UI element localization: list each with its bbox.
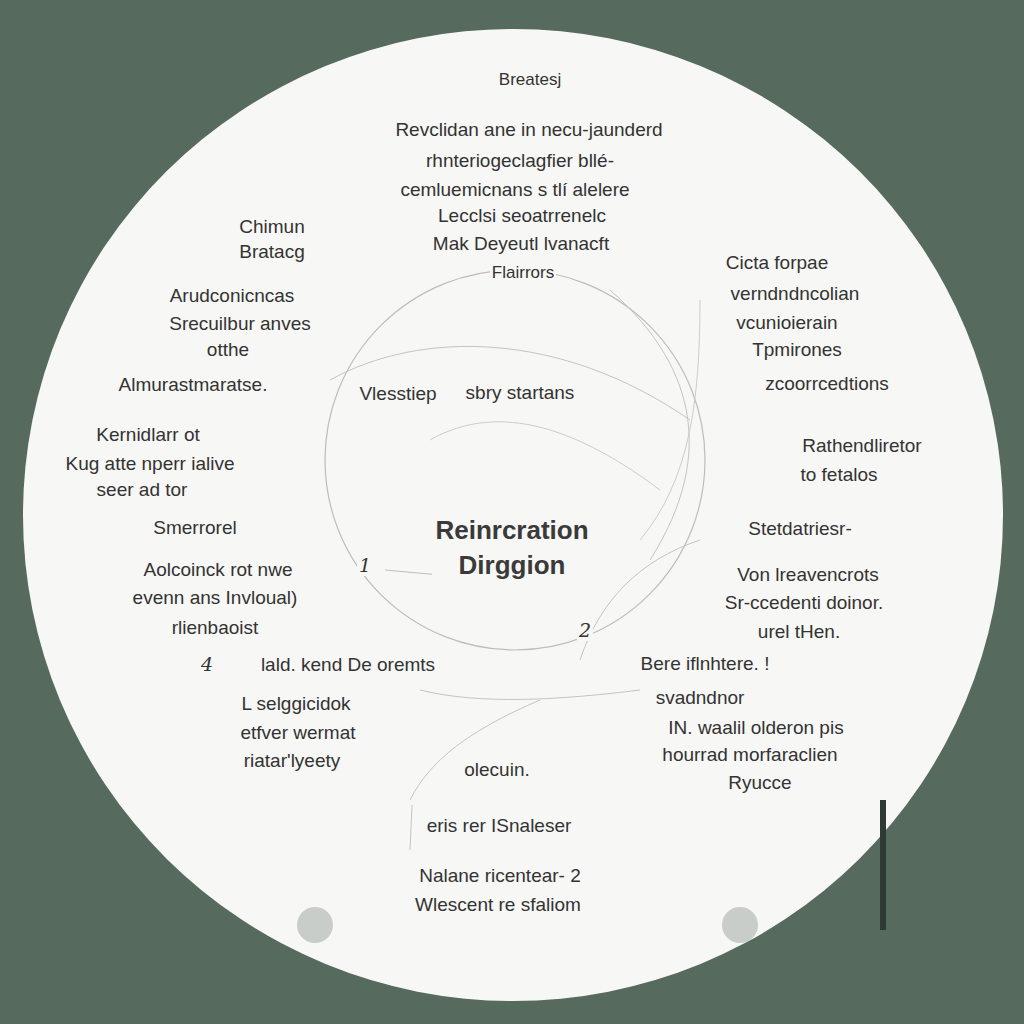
annotation-text: riatar'lyeety [242,750,343,773]
white-disc [23,29,1003,1001]
stain [722,907,758,943]
annotation-text: evenn ans Invloual) [131,587,300,610]
annotation-text: Kernidlarr ot [94,424,202,447]
leader-line [610,290,689,560]
annotation-text: vcunioierain [734,312,839,335]
annotation-text: urel tHen. [756,621,842,644]
annotation-text: IN. waalil olderon pis [666,717,845,740]
leader-line [410,805,412,850]
annotation-text: Arudconicncas [168,285,297,308]
annotation-text: olecuin. [462,759,532,782]
leader-line [330,346,690,420]
annotation-text: rhnteriogeclagfier bllé- [424,150,616,173]
annotation-text: etfver wermat [238,722,357,745]
callout-number: 2 [577,619,593,642]
diagram-title: Reinrcration Dirggion [432,513,591,583]
leader-line [430,422,660,490]
callout-number: 4 [199,653,215,676]
annotation-text: Smerrorel [151,517,238,540]
annotation-text: svadndnor [654,687,747,710]
leader-line [410,700,540,800]
annotation-text: eris rer ISnaleser [425,815,574,838]
pin-mark [880,800,886,930]
stain [297,907,333,943]
annotation-text: Rathendliretor [800,435,923,458]
annotation-text: Tpmirones [750,339,844,362]
annotation-text: Breatesj [497,70,563,90]
leader-line [580,540,700,660]
annotation-text: Wlescent re sfaliom [413,894,583,917]
annotation-text: Cicta forpae [724,252,830,275]
annotation-text: lald. kend De oremts [259,654,437,677]
annotation-text: Bratacg [237,241,306,264]
annotation-text: otthe [205,339,251,362]
callout-number: 1 [357,554,373,577]
annotation-text: Revclidan ane in necu-jaunderd [393,119,664,142]
annotation-text: seer ad tor [95,479,190,502]
annotation-text: Ryucce [726,772,793,795]
leader-line [640,300,700,540]
annotation-text: Mak Deyeutl lvanacft [431,233,611,256]
annotation-text: verndndncolian [729,283,862,306]
annotation-text: rlienbaoist [170,617,261,640]
annotation-text: Nalane ricentear- 2 [417,865,583,888]
annotation-text: hourrad morfaraclien [660,744,839,767]
annotation-text: Sr-ccedenti doinor. [723,592,885,615]
annotation-text: Bere iflnhtere. ! [639,653,772,676]
annotation-text: Kug atte nperr ialive [64,453,237,476]
annotation-text: to fetalos [798,464,879,487]
leader-line [420,690,640,699]
annotation-text: Almurastmaratse. [117,374,270,397]
annotation-text: sbry startans [464,382,577,405]
annotation-text: Vlesstiep [357,383,438,406]
annotation-text: Chimun [237,216,306,239]
annotation-text: Lecclsi seoatrrenelc [436,205,608,228]
annotation-text: zcoorrcedtions [763,373,891,396]
annotation-text: cemluemicnans s tlí alelere [398,179,631,202]
orbit-line [325,270,705,650]
annotation-text: Stetdatriesr- [746,518,853,541]
annotation-text: Von lreavencrots [735,564,881,587]
annotation-text: Flairrors [490,263,556,283]
annotation-text: L selggicidok [239,693,352,716]
annotation-text: Srecuilbur anves [167,313,313,336]
annotation-text: Aolcoinck rot nwe [142,559,295,582]
